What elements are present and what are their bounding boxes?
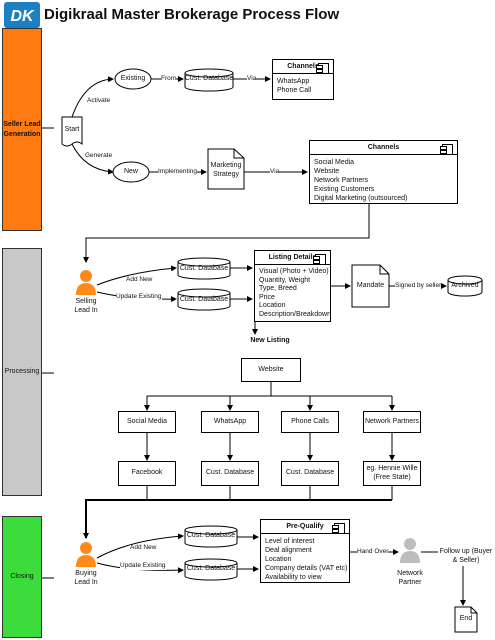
website-box: Website xyxy=(241,358,301,382)
lane-seller-lead-generation: Seller Lead Generation xyxy=(2,28,42,231)
digikraal-logo: DK xyxy=(4,2,40,28)
edge-label-implementing: Implementing xyxy=(158,168,198,176)
channel-phone-calls: Phone Calls xyxy=(281,411,339,433)
new-listing-label: New Listing xyxy=(250,337,290,344)
channel-social-media: Social Media xyxy=(118,411,176,433)
edge-label-signed: Signed by seller xyxy=(395,282,442,290)
edge-label-update-existing-buyer: Update Existing xyxy=(120,562,166,570)
edge-add-new-seller xyxy=(96,265,177,286)
network-partner-label: Network Partner xyxy=(397,570,423,586)
archived-cylinder xyxy=(447,275,483,297)
cust-database-closing-1: Cust. Database xyxy=(186,532,236,539)
target-network-partner-example: eg. Hennie Wille (Free State) xyxy=(363,461,421,486)
start-shape xyxy=(61,116,83,147)
mandate-label: Mandate xyxy=(356,282,385,289)
edge-label-add-new-seller: Add New xyxy=(126,276,153,284)
channels-large-box: Channels Social Media Website Network Pa… xyxy=(309,140,458,204)
existing-label: Existing xyxy=(120,75,146,82)
edge-label-follow-up: Follow up (Buyer & Seller) xyxy=(438,548,494,566)
target-facebook: Facebook xyxy=(118,461,176,486)
listing-details-box: Listing Details Visual (Photo + Video) Q… xyxy=(254,250,331,322)
edge-activate xyxy=(71,76,114,118)
edge-label-via-1: Via xyxy=(247,75,257,83)
lane-processing: Processing xyxy=(2,248,42,496)
cust-database-cylinder-seller xyxy=(184,68,234,92)
edge-label-add-new-buyer: Add New xyxy=(130,544,157,552)
network-partner-person-icon xyxy=(400,538,420,563)
cust-database-processing-1: Cust. Database xyxy=(179,265,229,272)
edge-generate xyxy=(71,143,114,175)
edge-label-hand-over: Hand Over xyxy=(357,548,389,556)
new-label: New xyxy=(123,168,138,175)
prequalify-box: Pre-Qualify Level of interest Deal align… xyxy=(260,519,350,583)
selling-lead-person-icon xyxy=(76,270,96,295)
page-title: Digikraal Master Brokerage Process Flow xyxy=(44,6,340,23)
target-cust-database-1: Cust. Database xyxy=(201,461,259,486)
channel-whatsapp: WhatsApp xyxy=(201,411,259,433)
cust-database-cylinder-closing-2 xyxy=(184,558,238,581)
cust-database-cylinder-processing-2 xyxy=(177,288,231,311)
edge-to-selling-lead xyxy=(83,204,370,263)
end-label: End xyxy=(459,615,473,622)
start-label: Start xyxy=(64,126,80,133)
component-icon xyxy=(332,523,345,534)
cust-database-closing-2: Cust. Database xyxy=(186,565,236,572)
mandate-doc xyxy=(351,264,390,308)
edge-label-via-2: Via xyxy=(270,168,280,176)
component-icon xyxy=(316,63,329,74)
edge-label-generate: Generate xyxy=(85,152,113,160)
edge-to-buying-lead xyxy=(83,499,392,539)
channels-small-box: Channels WhatsApp Phone Call xyxy=(272,59,334,100)
archived-label: Archived xyxy=(451,282,479,289)
cust-database-cylinder-closing-1 xyxy=(184,525,238,548)
cust-database-processing-2: Cust. Database xyxy=(179,296,229,303)
target-cust-database-2: Cust. Database xyxy=(281,461,339,486)
component-icon xyxy=(440,144,453,155)
cust-database-cylinder-processing-1 xyxy=(177,257,231,280)
buying-lead-person-icon xyxy=(76,542,96,567)
marketing-strategy-label: Marketing Strategy xyxy=(210,162,242,178)
edge-label-activate: Activate xyxy=(87,97,111,105)
edge-label-from: From xyxy=(161,75,177,83)
lane-closing: Closing xyxy=(2,516,42,638)
selling-lead-label: Selling Lead In xyxy=(74,298,98,314)
component-icon xyxy=(313,254,326,265)
buying-lead-label: Buying Lead In xyxy=(74,570,98,586)
edge-label-update-existing-seller: Update Existing xyxy=(116,293,162,301)
channel-network-partners: Network Partners xyxy=(363,411,421,433)
edge-add-new-buyer xyxy=(96,533,184,559)
svg-text:DK: DK xyxy=(10,8,35,25)
marketing-strategy-doc xyxy=(207,148,245,190)
cust-database-seller: Cust. Database xyxy=(184,75,234,82)
